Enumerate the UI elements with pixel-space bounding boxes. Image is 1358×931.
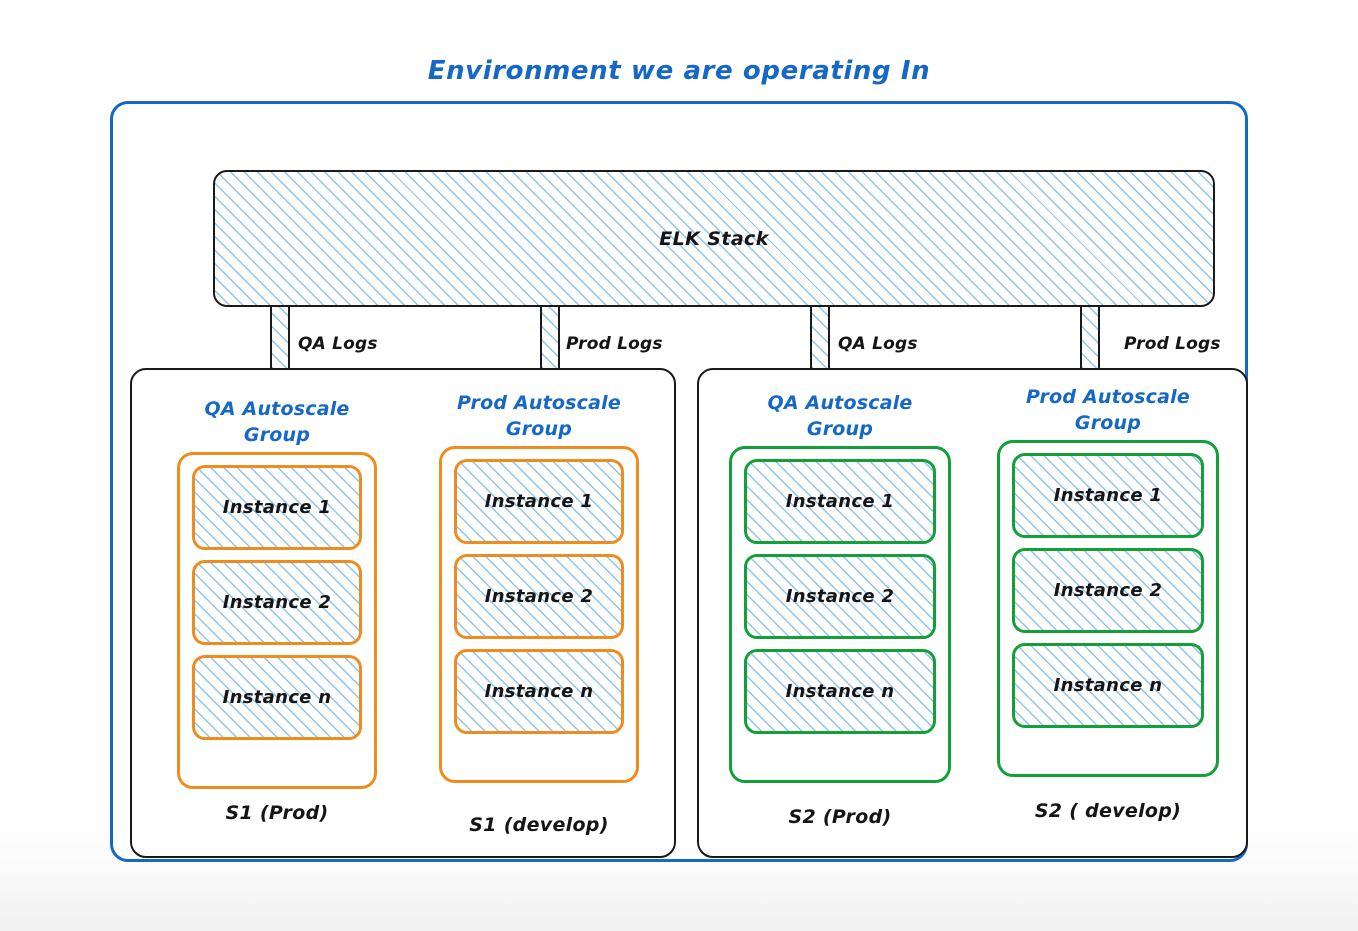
asg-column-s2-qa: QA Autoscale Group Instance 1 Instance 2…	[711, 370, 969, 856]
asg-title-line1: Prod Autoscale	[1026, 386, 1190, 408]
instance-box[interactable]: Instance n	[1012, 643, 1204, 728]
site-panel-s2: QA Autoscale Group Instance 1 Instance 2…	[697, 368, 1248, 858]
instance-box[interactable]: Instance 2	[1012, 548, 1204, 633]
asg-title-line2: Group	[243, 424, 311, 446]
connector-label-prod-logs-s2: Prod Logs	[1124, 334, 1221, 354]
asg-box-s2-prod[interactable]: Instance 1 Instance 2 Instance n	[997, 440, 1219, 777]
instance-label: Instance 1	[484, 491, 594, 512]
connector-label-prod-logs-s1: Prod Logs	[566, 334, 663, 354]
instance-label: Instance n	[1053, 675, 1163, 696]
asg-title-line2: Group	[505, 418, 573, 440]
asg-box-s1-qa[interactable]: Instance 1 Instance 2 Instance n	[177, 452, 377, 789]
instance-label: Instance 2	[1053, 580, 1163, 601]
site-panel-s1: QA Autoscale Group Instance 1 Instance 2…	[130, 368, 676, 858]
instance-box[interactable]: Instance n	[744, 649, 936, 734]
asg-title-line2: Group	[1074, 412, 1142, 434]
asg-title-line1: QA Autoscale	[204, 398, 350, 420]
instance-box[interactable]: Instance 2	[454, 554, 624, 639]
asg-column-s2-prod: Prod Autoscale Group Instance 1 Instance…	[977, 370, 1239, 856]
instance-box[interactable]: Instance 2	[744, 554, 936, 639]
instance-label: Instance 1	[222, 497, 332, 518]
asg-title-line1: Prod Autoscale	[457, 392, 621, 414]
instance-label: Instance n	[484, 681, 594, 702]
connector-label-qa-logs-s2: QA Logs	[838, 334, 918, 354]
asg-title-s2-qa: QA Autoscale Group	[711, 390, 969, 442]
instance-label: Instance n	[785, 681, 895, 702]
instance-box[interactable]: Instance 1	[192, 465, 362, 550]
site-caption-s2-prod: S2 (Prod)	[788, 806, 892, 828]
asg-title-s1-qa: QA Autoscale Group	[152, 396, 402, 448]
instance-label: Instance 2	[785, 586, 895, 607]
instance-label: Instance n	[222, 687, 332, 708]
site-caption-s1-develop: S1 (develop)	[469, 814, 609, 836]
asg-title-s2-prod: Prod Autoscale Group	[977, 384, 1239, 436]
asg-title-s1-prod: Prod Autoscale Group	[414, 390, 664, 442]
site-caption-s2-develop: S2 ( develop)	[1034, 800, 1182, 822]
instance-label: Instance 1	[785, 491, 895, 512]
site-caption-s1-prod: S1 (Prod)	[225, 802, 329, 824]
instance-box[interactable]: Instance 2	[192, 560, 362, 645]
instance-box[interactable]: Instance 1	[454, 459, 624, 544]
asg-box-s2-qa[interactable]: Instance 1 Instance 2 Instance n	[729, 446, 951, 783]
instance-box[interactable]: Instance n	[454, 649, 624, 734]
connector-qa-logs-s2	[810, 307, 830, 368]
asg-title-line1: QA Autoscale	[767, 392, 913, 414]
connector-qa-logs-s1	[270, 307, 290, 368]
instance-label: Instance 1	[1053, 485, 1163, 506]
instance-box[interactable]: Instance 1	[1012, 453, 1204, 538]
connector-label-qa-logs-s1: QA Logs	[298, 334, 378, 354]
asg-box-s1-prod[interactable]: Instance 1 Instance 2 Instance n	[439, 446, 639, 783]
page-title: Environment we are operating In	[427, 56, 931, 86]
asg-column-s1-prod: Prod Autoscale Group Instance 1 Instance…	[414, 370, 664, 856]
instance-box[interactable]: Instance n	[192, 655, 362, 740]
asg-column-s1-qa: QA Autoscale Group Instance 1 Instance 2…	[152, 370, 402, 856]
connector-prod-logs-s1	[540, 307, 560, 368]
asg-title-line2: Group	[806, 418, 874, 440]
instance-box[interactable]: Instance 1	[744, 459, 936, 544]
connector-prod-logs-s2	[1080, 307, 1100, 368]
elk-stack-box[interactable]: ELK Stack	[213, 170, 1215, 307]
instance-label: Instance 2	[222, 592, 332, 613]
elk-stack-label: ELK Stack	[659, 227, 769, 250]
instance-label: Instance 2	[484, 586, 594, 607]
